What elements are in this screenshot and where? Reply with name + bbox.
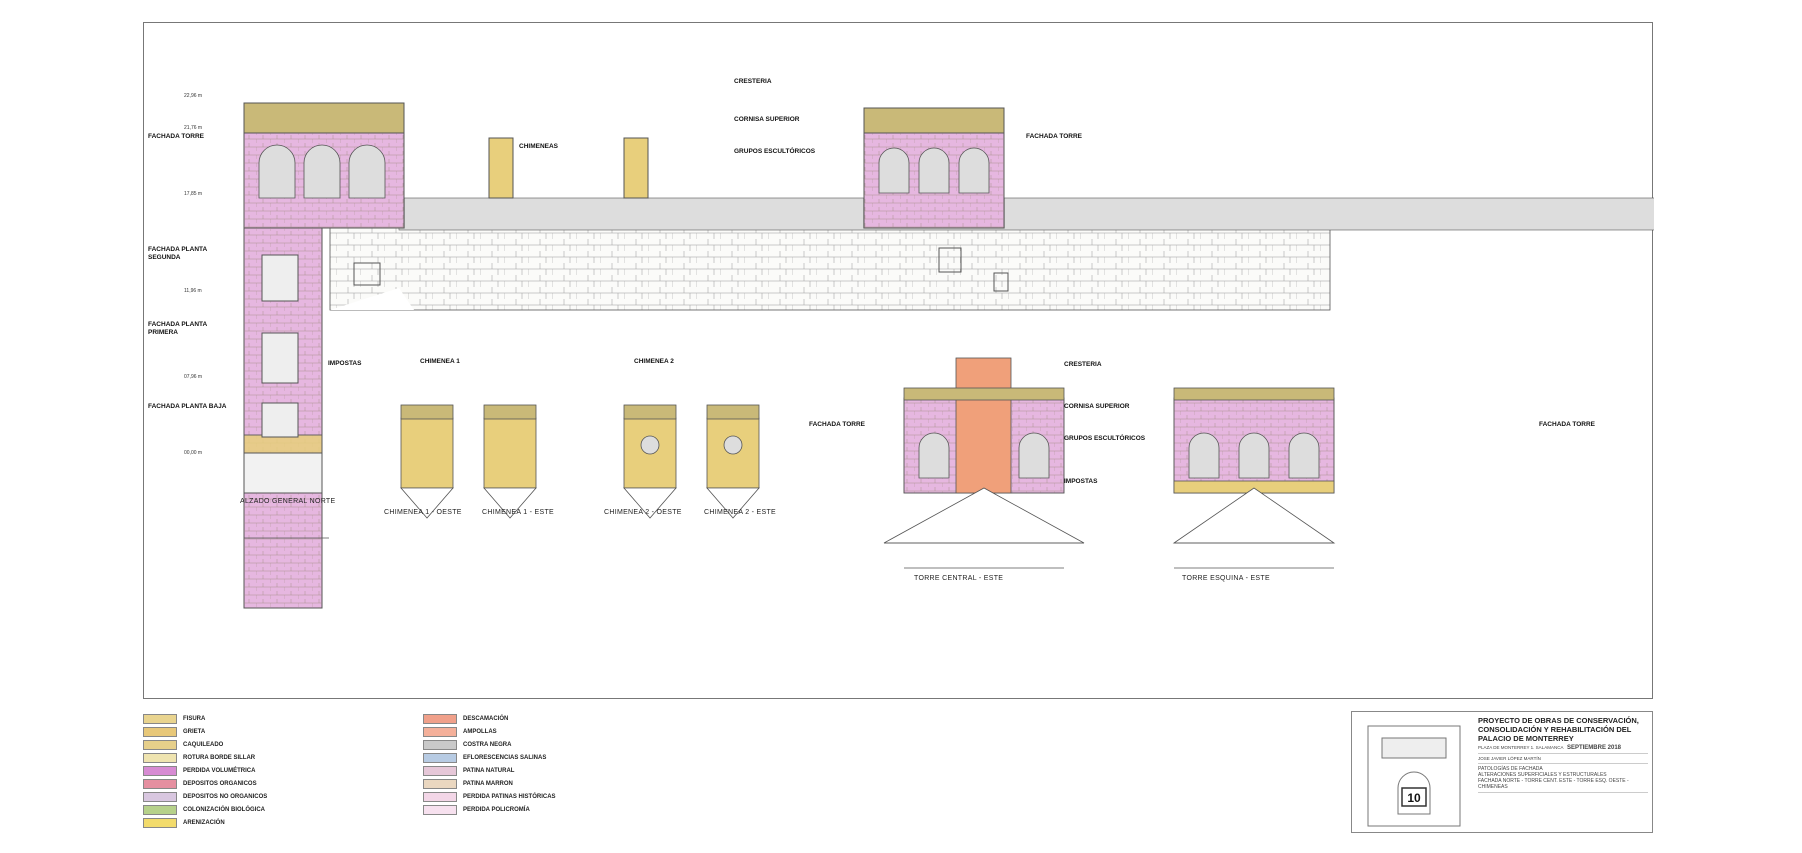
legend-swatch — [423, 714, 457, 724]
legend-swatch — [143, 792, 177, 802]
chimney-2-roof — [623, 137, 649, 199]
address: PLAZA DE MONTERREY 1. SALAMANCA — [1478, 745, 1564, 750]
annotation-chimenea-1: CHIMENEA 1 — [420, 358, 460, 365]
chimney-1-roof — [488, 137, 514, 199]
label-ch1-este: CHIMENEA 1 - ESTE — [482, 509, 555, 516]
legend-label: GRIETA — [183, 729, 206, 735]
annotation-planta-baja: FACHADA PLANTA BAJA — [148, 403, 227, 410]
tower-thumbnail: 10 — [1358, 718, 1470, 828]
label-alzado: ALZADO GENERAL NORTE — [240, 498, 336, 505]
legend-swatch — [143, 714, 177, 724]
annotation-cresteria-2: CRESTERIA — [1064, 361, 1102, 368]
label-ch2-oeste: CHIMENEA 2 - OESTE — [604, 509, 682, 516]
legend-label: FISURA — [183, 716, 206, 722]
annotation-fachada-torre: FACHADA TORRE — [148, 133, 204, 140]
legend-label: DEPOSITOS NO ORGANICOS — [183, 794, 268, 800]
date: SEPTIEMBRE 2018 — [1566, 745, 1621, 751]
legend-swatch — [143, 753, 177, 763]
legend-swatch — [423, 753, 457, 763]
legend-label: CAQUILEADO — [183, 742, 224, 748]
label-torre-central: TORRE CENTRAL - ESTE — [914, 575, 1004, 582]
legend-swatch — [143, 740, 177, 750]
legend-swatch — [143, 805, 177, 815]
legend-label: COSTRA NEGRA — [463, 742, 512, 748]
legend-label: ROTURA BORDE SILLAR — [183, 755, 256, 761]
title-block: 10 PROYECTO DE OBRAS DE CONSERVACIÓN, CO… — [1351, 711, 1653, 833]
legend-swatch — [423, 805, 457, 815]
annotation-cornisa-2: CORNISA SUPERIOR — [1064, 403, 1130, 410]
legend-label: DEPOSITOS ORGANICOS — [183, 781, 257, 787]
annotation-cresteria: CRESTERIA — [734, 78, 772, 85]
legend-swatch — [423, 766, 457, 776]
level-mark: 00,00 m — [184, 450, 203, 456]
legend-label: EFLORESCENCIAS SALINAS — [463, 755, 547, 761]
sheet-number: 10 — [1407, 791, 1421, 805]
legend-swatch — [143, 766, 177, 776]
legend-swatch — [143, 818, 177, 828]
level-mark: 07,96 m — [184, 374, 203, 380]
torre-central — [883, 357, 1085, 544]
annotation-impostas: IMPOSTAS — [328, 360, 362, 367]
annotation-planta-segunda: FACHADA PLANTA SEGUNDA — [148, 246, 207, 261]
roof — [398, 197, 1700, 231]
legend-swatch — [143, 779, 177, 789]
legend-label: COLONIZACIÓN BIOLÓGICA — [183, 807, 265, 813]
sheet-description: PATOLOGÍAS DE FACHADA ALTERACIONES SUPER… — [1478, 764, 1648, 793]
legend-label: PERDIDA PATINAS HISTÓRICAS — [463, 794, 556, 800]
scale-bar — [244, 537, 1334, 569]
annotation-grupos: GRUPOS ESCULTÓRICOS — [734, 148, 816, 155]
lower-wall-slope — [330, 288, 414, 310]
legend-swatch — [143, 727, 177, 737]
label-torre-esquina: TORRE ESQUINA - ESTE — [1182, 575, 1270, 582]
legend-swatch — [423, 727, 457, 737]
level-mark: 17,85 m — [184, 191, 203, 197]
annotation-cornisa: CORNISA SUPERIOR — [734, 116, 800, 123]
chimney-detail-group — [400, 404, 760, 519]
bottom-panel: FISURA GRIETA CAQUILEADO ROTURA BORDE SILLA… — [143, 711, 1653, 833]
legend-label: PATINA MARRON — [463, 781, 513, 787]
annotation-chimenea-2: CHIMENEA 2 — [634, 358, 674, 365]
annotation-impostas-2: IMPOSTAS — [1064, 478, 1098, 485]
legend-label: PERDIDA POLICROMÍA — [463, 807, 530, 813]
level-mark: 11,96 m — [184, 288, 202, 294]
annotation-grupos-2: GRUPOS ESCULTÓRICOS — [1064, 435, 1146, 442]
author: JOSE JAVIER LÓPEZ MARTÍN — [1478, 754, 1648, 764]
elevation-drawing — [243, 102, 1700, 609]
legend-label: ARENIZACIÓN — [183, 820, 225, 826]
annotation-fachada-torre-4: FACHADA TORRE — [1539, 421, 1595, 428]
legend-label: PERDIDA VOLUMÉTRICA — [183, 768, 256, 774]
torre-esquina — [1172, 387, 1336, 544]
level-mark: 22,96 m — [184, 93, 203, 99]
label-ch2-este: CHIMENEA 2 - ESTE — [704, 509, 777, 516]
legend: FISURA GRIETA CAQUILEADO ROTURA BORDE SILLA… — [143, 711, 1343, 833]
annotation-fachada-torre-3: FACHADA TORRE — [809, 421, 865, 428]
legend-label: DESCAMACIÓN — [463, 716, 509, 722]
legend-label: PATINA NATURAL — [463, 768, 515, 774]
level-mark: 21,76 m — [184, 125, 203, 131]
annotation-chimeneas: CHIMENEAS — [519, 143, 559, 150]
annotation-planta-primera: FACHADA PLANTA PRIMERA — [148, 321, 207, 336]
legend-label: AMPOLLAS — [463, 729, 497, 735]
label-ch1-oeste: CHIMENEA 1 - OESTE — [384, 509, 462, 516]
tower-left-parapet — [243, 102, 405, 134]
drawing-sheet: ALZADO GENERAL NORTE CHIMENEA 1 - OESTE … — [143, 22, 1700, 699]
main-wall — [329, 227, 1331, 311]
legend-swatch — [423, 792, 457, 802]
annotation-fachada-torre-2: FACHADA TORRE — [1026, 133, 1082, 140]
legend-swatch — [423, 779, 457, 789]
legend-swatch — [423, 740, 457, 750]
project-title: PROYECTO DE OBRAS DE CONSERVACIÓN, CONSO… — [1478, 716, 1639, 743]
